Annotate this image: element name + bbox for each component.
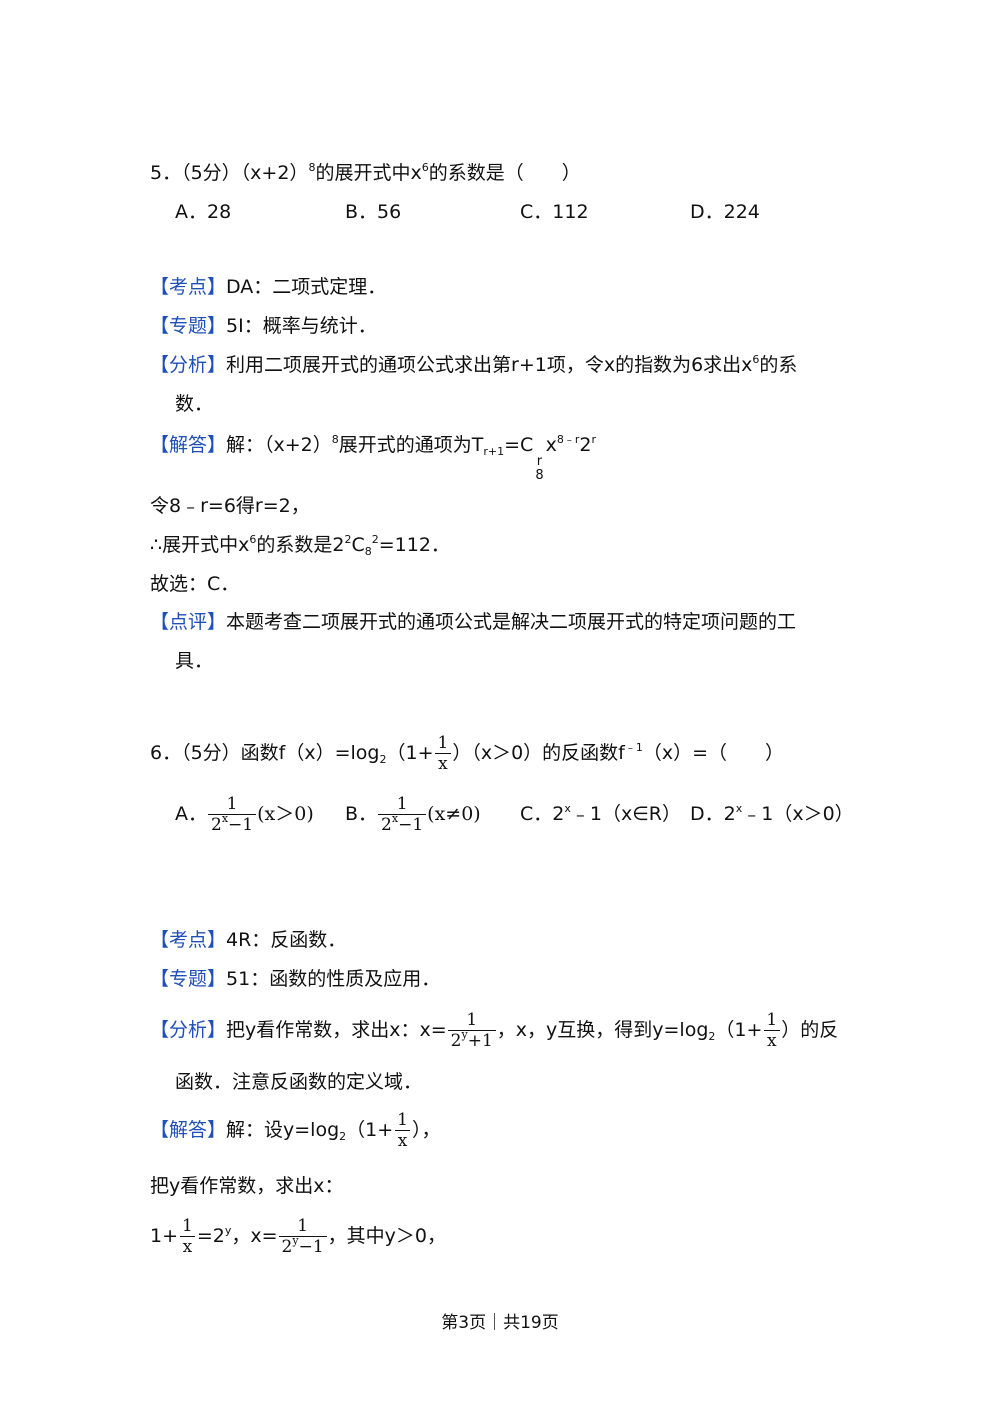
q6-option-d: D．2x﹣1（x＞0） (690, 802, 854, 825)
q6-kaodian: 【考点】4R：反函数． (150, 929, 347, 951)
q5-option-d: D．224 (690, 201, 760, 223)
q6-step-1: 把y看作常数，求出x： (150, 1175, 344, 1197)
q5-kaodian: 【考点】DA：二项式定理． (150, 276, 387, 298)
q5-option-c: C．112 (520, 201, 589, 223)
q5-stem: 5．（5分）（x+2）8的展开式中x6的系数是（ ） (150, 161, 581, 184)
page-footer: 第3页｜共19页 (441, 1313, 559, 1333)
q5-option-a: A．28 (175, 201, 232, 223)
q6-fenxi-cont: 函数．注意反函数的定义域． (175, 1071, 423, 1093)
q5-step-1: 令8﹣r=6得r=2， (150, 495, 310, 517)
q5-dianping-cont: 具． (175, 650, 214, 672)
q5-option-b: B．56 (345, 201, 402, 223)
q6-option-c: C．2x﹣1（x∈R） (520, 802, 681, 825)
q6-zhuanti: 【专题】51：函数的性质及应用． (150, 968, 441, 990)
q5-fenxi-cont: 数． (175, 393, 214, 415)
q5-step-2: ∴展开式中x6的系数是22C82=112． (150, 533, 450, 558)
q5-dianping: 【点评】本题考查二项展开式的通项公式是解决二项展开式的特定项问题的工 (150, 611, 797, 633)
q5-zhuanti: 【专题】5I：概率与统计． (150, 315, 377, 337)
q5-fenxi: 【分析】利用二项展开式的通项公式求出第r+1项，令x的指数为6求出x6的系 (150, 353, 798, 376)
q5-answer: 故选：C． (150, 573, 240, 595)
